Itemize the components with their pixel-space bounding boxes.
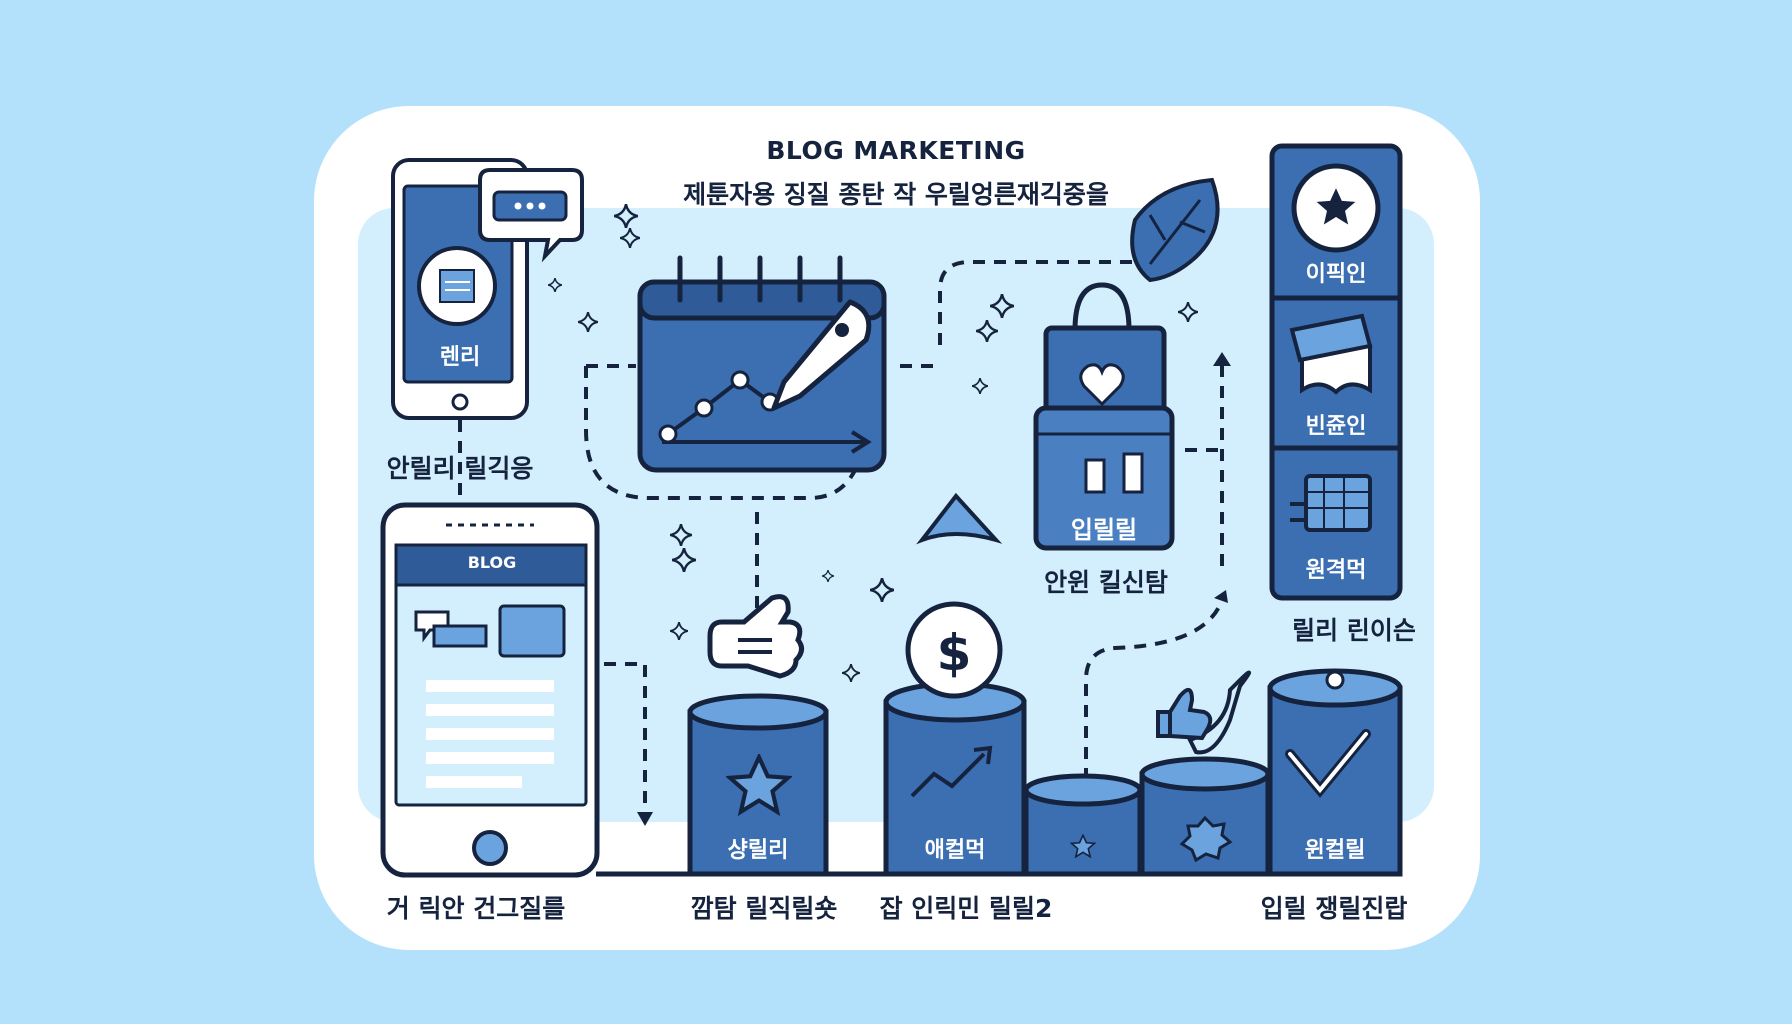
bag-caption: 안윈 킬신탐 (1044, 568, 1168, 597)
pedestal-2-label: 애컬먹 (924, 838, 986, 863)
pedestal-5 (1267, 668, 1403, 877)
bottom-label-3: 잡 인릭민 릴릴2 (879, 894, 1053, 923)
right-item-1-label: 이픽인 (1305, 262, 1367, 287)
right-item-3-label: 원격먹 (1305, 558, 1367, 583)
phone-label: 렌리 (439, 345, 481, 370)
pedestal-5-label: 윈컬릴 (1304, 838, 1366, 863)
page-subtitle: 제툰자용 징질 종탄 작 우릴엉른재긱중을 (683, 180, 1109, 209)
thumbs-up-icon (707, 594, 804, 679)
tablet-header: BLOG (467, 553, 517, 572)
bottom-label-4: 입릴 쟁릴진랍 (1260, 894, 1408, 923)
pen-icon (771, 299, 872, 411)
calendar-chart-icon (637, 255, 887, 473)
leaf-icon (1130, 177, 1220, 283)
pedestal-1-label: 샹릴리 (727, 838, 789, 863)
like-badge-icon (1156, 670, 1251, 755)
phone-caption: 안릴리 릴긱응 (386, 454, 534, 483)
shopping-bag-icon (1033, 282, 1175, 551)
pedestal-3 (1023, 773, 1143, 877)
bag-label: 입릴릴 (1070, 516, 1138, 544)
right-caption: 릴리 린이슨 (1292, 616, 1416, 645)
connector-arrowheads (637, 352, 1231, 826)
tablet-device (380, 502, 600, 878)
pedestal-4 (1139, 756, 1271, 877)
chat-bubble-icon (478, 168, 584, 263)
up-arrow-icon (916, 492, 1003, 545)
right-item-2-label: 빈쥰인 (1305, 414, 1367, 439)
bottom-label-1: 거 릭안 건그질를 (386, 894, 566, 923)
bottom-label-2: 깜탐 릴직릴숏 (690, 894, 838, 923)
right-column (1269, 143, 1403, 601)
page-title: BLOG MARKETING (766, 136, 1026, 165)
svg-text:$: $ (937, 624, 972, 682)
dollar-coin-icon: $ (905, 601, 1003, 699)
